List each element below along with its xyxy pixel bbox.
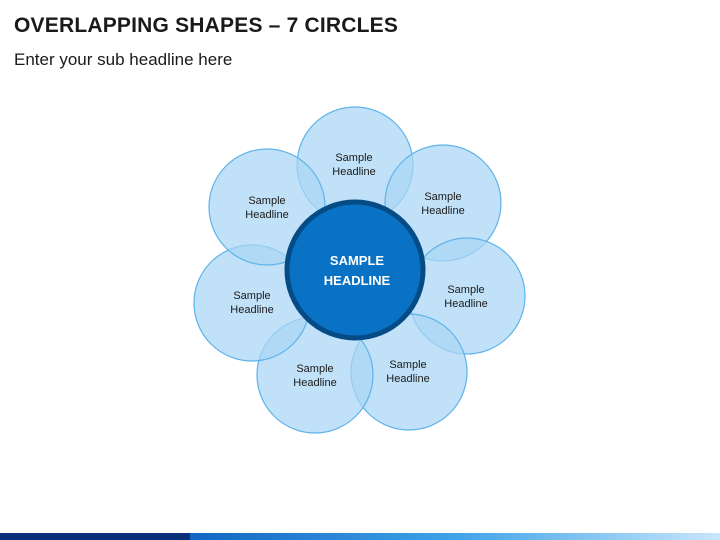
bottom-bar-gradient-segment: [190, 533, 720, 540]
page-title: OVERLAPPING SHAPES – 7 CIRCLES: [14, 14, 399, 37]
center-circle: [284, 199, 426, 341]
bottom-bar-dark-segment: [0, 533, 190, 540]
bottom-accent-bar: [0, 533, 720, 540]
page-subtitle: Enter your sub headline here: [14, 50, 233, 69]
